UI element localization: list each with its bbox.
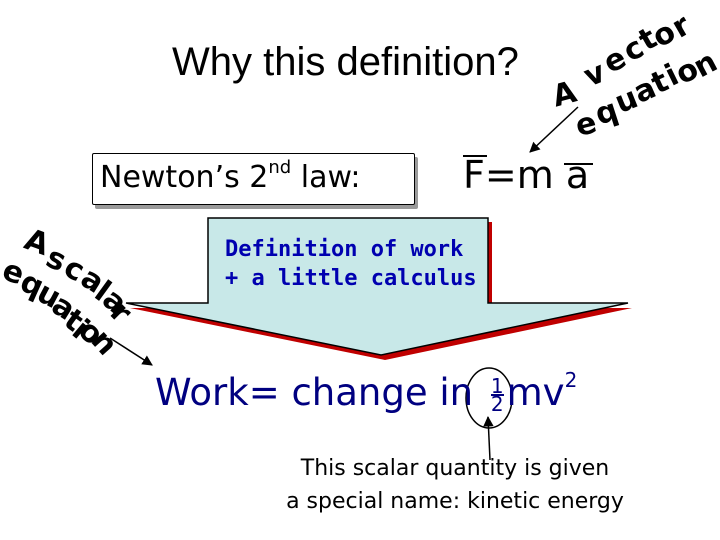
work-prefix: Work= change in xyxy=(155,371,485,414)
fraction-numerator: 1 xyxy=(490,373,504,398)
accel-vector: a xyxy=(563,153,594,197)
note-line-2: a special name: kinetic energy xyxy=(286,489,624,514)
half-circle-highlight xyxy=(465,367,513,429)
newton-equation: F =m a xyxy=(463,153,594,197)
work-exponent: 2 xyxy=(564,368,578,392)
equals-symbol: = xyxy=(484,153,517,197)
force-symbol: F xyxy=(463,153,485,197)
kinetic-energy-note: This scalar quantity is given a special … xyxy=(235,452,675,518)
callout-line-2: + a little calculus xyxy=(225,266,477,291)
scalar-pointer-arrow xyxy=(109,337,153,366)
vector-pointer-arrow xyxy=(529,106,579,153)
mass-symbol: m xyxy=(516,153,554,197)
callout-arrow xyxy=(125,217,629,356)
fraction-denominator: 2 xyxy=(490,391,504,416)
kinetic-pointer-arrow xyxy=(483,415,494,461)
newton-label-superscript: nd xyxy=(268,157,292,178)
force-vector: F xyxy=(463,153,487,197)
newton-law-box xyxy=(92,153,415,205)
newton-law-label: Newton’s 2nd law: xyxy=(100,157,360,195)
newton-label-text: Newton’s 2 xyxy=(100,160,269,195)
work-mv: mv xyxy=(506,371,565,414)
slide-title: Why this definition? xyxy=(172,40,519,84)
accel-vector-bar xyxy=(563,163,594,165)
newton-label-end: law: xyxy=(291,160,361,195)
note-line-1: This scalar quantity is given xyxy=(300,456,610,481)
callout-text: Definition of work + a little calculus xyxy=(225,235,477,293)
force-vector-bar xyxy=(463,155,487,157)
callout-line-1: Definition of work xyxy=(225,237,464,262)
